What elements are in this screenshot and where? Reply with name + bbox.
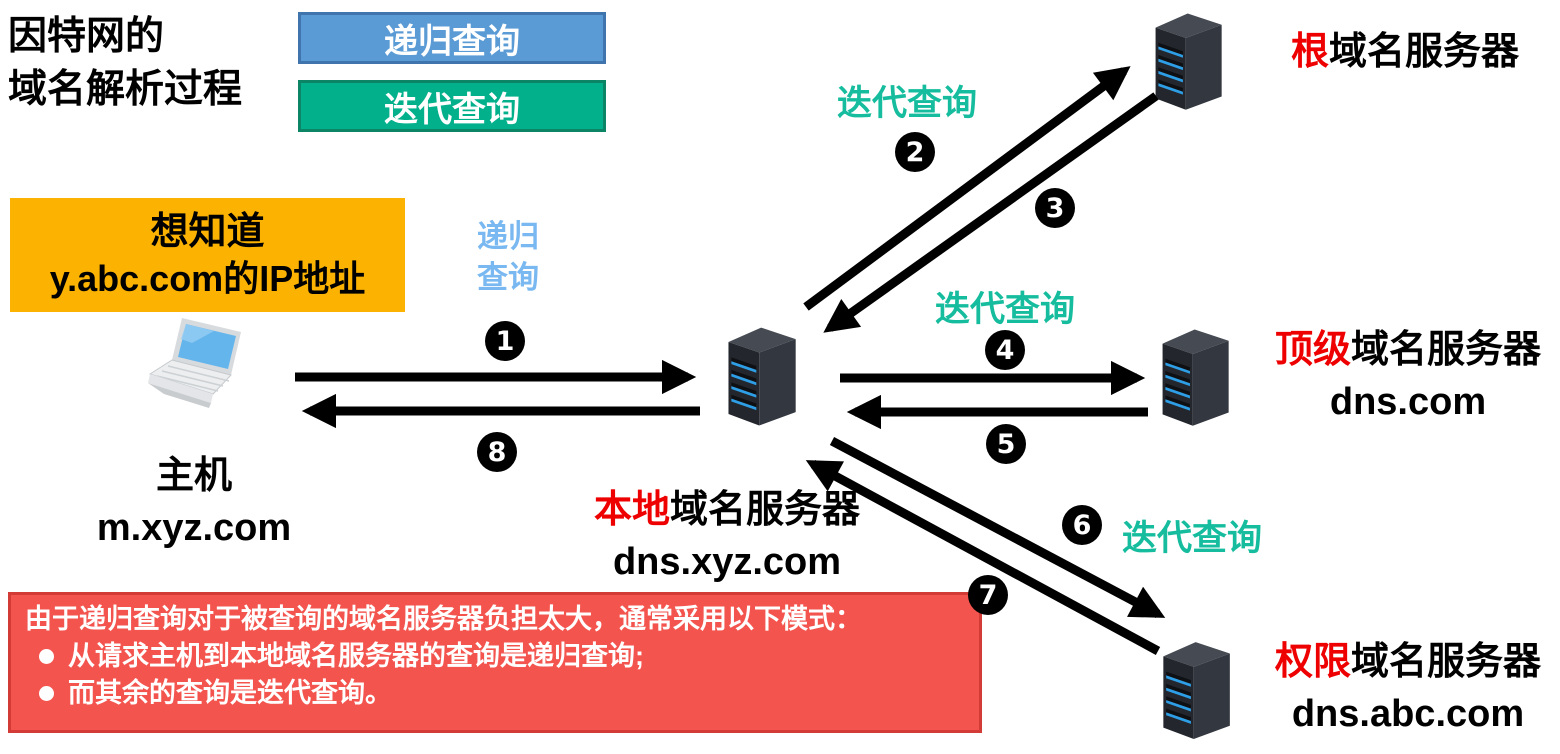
auth-dns-suffix: 域名服务器: [1351, 641, 1542, 683]
laptop-icon: [148, 318, 241, 408]
step-badge-7: 7: [968, 575, 1008, 615]
arrow-step3: [823, 92, 1159, 333]
root-dns-suffix: 域名服务器: [1329, 31, 1520, 73]
step-badge-4: 4: [985, 330, 1025, 370]
step-badge-6: 6: [1062, 505, 1102, 545]
note-heading: 由于递归查询对于被查询的域名服务器负担太大，通常采用以下模式：: [25, 604, 862, 634]
note-bullet-1: 从请求主机到本地域名服务器的查询是递归查询;: [68, 641, 644, 671]
query-callout-line2: y.abc.com的IP地址: [49, 258, 366, 299]
query-callout: 想知道 y.abc.com的IP地址: [10, 198, 405, 312]
legend-recursive-label: 递归查询: [384, 22, 520, 61]
note-bullet-row-1: 从请求主机到本地域名服务器的查询是递归查询;: [25, 638, 979, 675]
tld-dns-suffix: 域名服务器: [1351, 329, 1542, 371]
bullet-icon: [39, 686, 54, 701]
host-label: 主机 m.xyz.com: [44, 450, 344, 554]
tld-dns-prefix: 顶级: [1274, 329, 1351, 371]
root-dns-label: 根域名服务器: [1255, 26, 1555, 78]
iterative-query-label-root: 迭代查询: [836, 84, 977, 123]
page-title: 因特网的 域名解析过程: [8, 10, 242, 116]
legend-iterative-query: 迭代查询: [298, 80, 606, 132]
step-badge-8: 8: [477, 432, 517, 472]
iterative-query-label-auth: 迭代查询: [1121, 519, 1262, 558]
auth-dns-prefix: 权限: [1274, 641, 1351, 683]
step-badge-3: 3: [1035, 188, 1075, 228]
page-title-line1: 因特网的: [8, 15, 165, 58]
arrow-step7: [805, 460, 1161, 655]
host-name: 主机: [155, 455, 232, 497]
legend-recursive-query: 递归查询: [298, 12, 606, 64]
local-dns-suffix: 域名服务器: [670, 489, 861, 531]
query-callout-line1: 想知道: [150, 211, 265, 253]
local-dns-label: 本地域名服务器 dns.xyz.com: [567, 484, 887, 588]
auth-dns-domain: dns.abc.com: [1291, 693, 1525, 735]
tld-dns-label: 顶级域名服务器 dns.com: [1258, 324, 1558, 428]
note-box: 由于递归查询对于被查询的域名服务器负担太大，通常采用以下模式： 从请求主机到本地…: [8, 592, 982, 733]
note-bullet-row-2: 而其余的查询是迭代查询。: [25, 675, 979, 712]
tld-dns-domain: dns.com: [1329, 381, 1487, 423]
recursive-query-line2: 查询: [477, 260, 539, 295]
auth-dns-name: 权限域名服务器: [1258, 636, 1558, 688]
root-dns-name: 根域名服务器: [1255, 26, 1555, 78]
iterative-query-label-tld: 迭代查询: [934, 290, 1075, 329]
recursive-query-line1: 递归: [477, 219, 539, 254]
bullet-icon: [39, 649, 54, 664]
root-dns-prefix: 根: [1290, 31, 1329, 73]
recursive-query-label: 递归 查询: [448, 216, 568, 298]
step-badge-5: 5: [986, 424, 1026, 464]
arrow-step2: [803, 66, 1131, 311]
auth-dns-label: 权限域名服务器 dns.abc.com: [1258, 636, 1558, 740]
tld-dns-name: 顶级域名服务器: [1258, 324, 1558, 376]
local-dns-name: 本地域名服务器: [567, 484, 887, 536]
host-domain: m.xyz.com: [96, 507, 292, 549]
page-title-line2: 域名解析过程: [8, 68, 243, 111]
local-dns-prefix: 本地: [593, 489, 670, 531]
step-badge-2: 2: [895, 132, 935, 172]
note-bullet-2: 而其余的查询是迭代查询。: [68, 678, 392, 708]
step-badge-1: 1: [485, 321, 525, 361]
local-dns-domain: dns.xyz.com: [612, 541, 842, 583]
legend-iterative-label: 迭代查询: [384, 90, 520, 129]
arrow-step6: [829, 437, 1166, 618]
